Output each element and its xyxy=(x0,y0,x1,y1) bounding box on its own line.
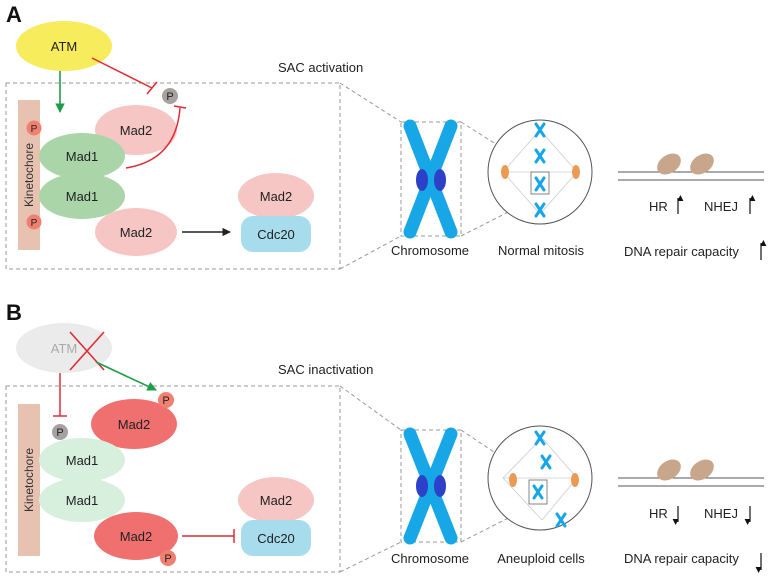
mad1-label: Mad1 xyxy=(66,493,99,508)
cdc20-label: Cdc20 xyxy=(257,227,295,242)
chromosome-frame xyxy=(400,429,462,543)
zoom-connector xyxy=(339,541,402,573)
atm-to-mad2-arrow xyxy=(95,361,157,391)
mad2-label: Mad2 xyxy=(120,529,153,544)
cross-icon xyxy=(69,331,105,371)
sac-activation-label: SAC activation xyxy=(278,60,363,75)
inhibit-bar xyxy=(173,105,187,109)
cdc20-node xyxy=(241,216,311,252)
hr-label: HR xyxy=(649,506,668,521)
aneuploid-cell xyxy=(487,425,593,531)
phospho-badge xyxy=(52,424,68,440)
mad1-node xyxy=(39,133,125,179)
atm-label: ATM xyxy=(51,39,77,54)
cdc20-label: Cdc20 xyxy=(257,531,295,546)
panel-b-letter: B xyxy=(6,300,22,325)
chromosome-icon xyxy=(403,427,458,545)
mad2-label: Mad2 xyxy=(120,123,153,138)
phospho-badge xyxy=(26,214,42,230)
kinetochore-label: Kinetochore xyxy=(22,143,36,207)
cdc20-node xyxy=(241,520,311,556)
mad2-node xyxy=(95,208,177,256)
mad1-node xyxy=(39,173,125,219)
dna-repair-label: DNA repair capacity xyxy=(624,244,739,259)
phospho-label: P xyxy=(56,427,63,439)
atm-inhibit-mad2-line xyxy=(91,57,153,89)
mad1-node xyxy=(39,438,125,482)
mad2-label: Mad2 xyxy=(260,189,293,204)
phospho-label: P xyxy=(162,395,169,407)
phospho-label: P xyxy=(164,553,171,565)
mad2-label: Mad2 xyxy=(118,417,151,432)
panel-a: A ATM SAC activation Kinetochore Mad2 P … xyxy=(5,2,767,270)
inhibit-bar xyxy=(146,81,158,95)
phospho-badge xyxy=(162,88,178,104)
mad2-label: Mad2 xyxy=(120,225,153,240)
mad2-label: Mad2 xyxy=(260,493,293,508)
atm-node xyxy=(16,323,112,373)
zoom-connector xyxy=(339,82,402,123)
phospho-label: P xyxy=(166,91,173,103)
mad1-inhibit-curve xyxy=(125,107,181,169)
chromosome-icon xyxy=(403,119,458,239)
mad1-label: Mad1 xyxy=(66,149,99,164)
mad2-node xyxy=(238,477,314,523)
chromosome-label: Chromosome xyxy=(391,551,469,566)
dna-repair-label: DNA repair capacity xyxy=(624,551,739,566)
mad1-label: Mad1 xyxy=(66,453,99,468)
chromosome-label: Chromosome xyxy=(391,243,469,258)
phospho-label: P xyxy=(31,124,38,135)
kinetochore-bar xyxy=(18,100,40,250)
zoom-connector xyxy=(339,385,402,431)
mad1-label: Mad1 xyxy=(66,189,99,204)
panel-b: B ATM SAC inactivation Kinetochore P Mad… xyxy=(5,300,764,573)
atm-node xyxy=(16,21,112,71)
sac-inactivation-label: SAC inactivation xyxy=(278,362,373,377)
zoom-connector xyxy=(339,235,402,270)
mad2-node xyxy=(91,399,177,449)
atm-label: ATM xyxy=(51,341,77,356)
cell-label: Aneuploid cells xyxy=(497,551,585,566)
mad1-node xyxy=(39,478,125,522)
mad2-node xyxy=(94,512,178,560)
phospho-label: P xyxy=(31,218,38,229)
kinetochore-label: Kinetochore xyxy=(22,448,36,512)
panel-a-letter: A xyxy=(6,2,22,27)
phospho-badge xyxy=(158,392,174,408)
phospho-badge xyxy=(26,120,42,136)
phospho-badge xyxy=(160,550,176,566)
nhej-label: NHEJ xyxy=(704,506,738,521)
nhej-label: NHEJ xyxy=(704,199,738,214)
pathway-frame xyxy=(5,82,341,270)
dna-repair-diagram xyxy=(618,459,764,487)
chromosome-frame xyxy=(400,121,462,237)
dna-repair-diagram xyxy=(618,153,764,181)
mad2-node xyxy=(238,173,314,219)
hr-label: HR xyxy=(649,199,668,214)
normal-mitosis-cell xyxy=(487,119,593,225)
kinetochore-bar xyxy=(18,404,40,556)
cell-label: Normal mitosis xyxy=(498,243,584,258)
pathway-frame xyxy=(5,385,341,573)
